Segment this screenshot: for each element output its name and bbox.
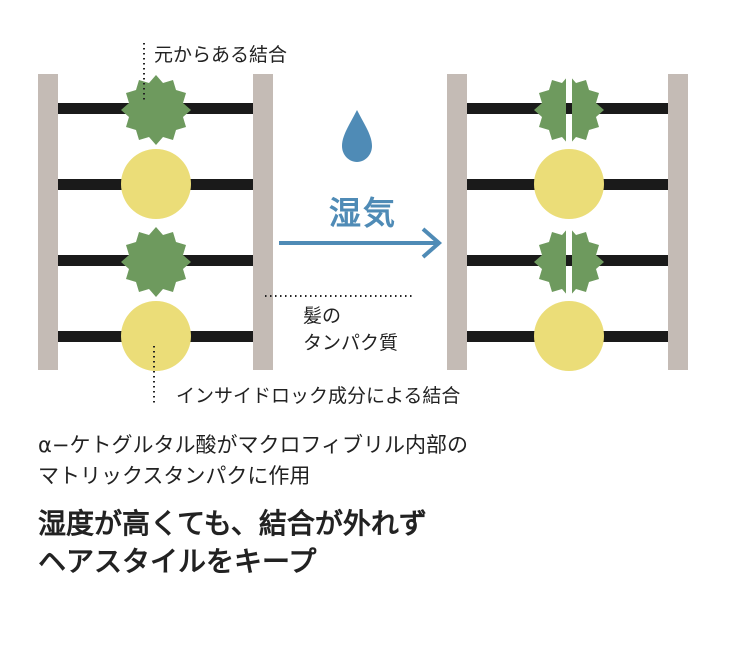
label-hair-protein: 髪の タンパク質	[303, 305, 399, 354]
insidelock-bond	[121, 301, 191, 371]
label-insidelock-bond: インサイドロック成分による結合	[176, 385, 461, 407]
right-ladder	[447, 74, 688, 371]
original-bond-intact	[121, 75, 191, 145]
insidelock-bond	[121, 149, 191, 219]
original-bond-intact	[121, 227, 191, 297]
caption-description: α−ケトグルタル酸がマクロフィブリル内部の マトリックスタンパクに作用	[38, 433, 469, 488]
insidelock-bond	[534, 149, 604, 219]
protein-rail-right	[253, 74, 273, 370]
rung	[467, 103, 668, 114]
original-bond-broken	[534, 230, 604, 294]
protein-rail-left	[447, 74, 467, 370]
water-drop-icon	[342, 110, 372, 162]
left-ladder	[38, 74, 273, 371]
transition-arrow	[279, 227, 443, 259]
original-bond-broken	[534, 78, 604, 142]
label-original-bond: 元からある結合	[154, 44, 288, 66]
caption-headline: 湿度が高くても、結合が外れず ヘアスタイルをキープ	[38, 507, 427, 578]
insidelock-bond	[534, 301, 604, 371]
label-humidity: 湿気	[329, 194, 398, 232]
bond-diagram	[38, 43, 688, 406]
rung	[467, 255, 668, 266]
protein-rail-right	[668, 74, 688, 370]
protein-rail-left	[38, 74, 58, 370]
